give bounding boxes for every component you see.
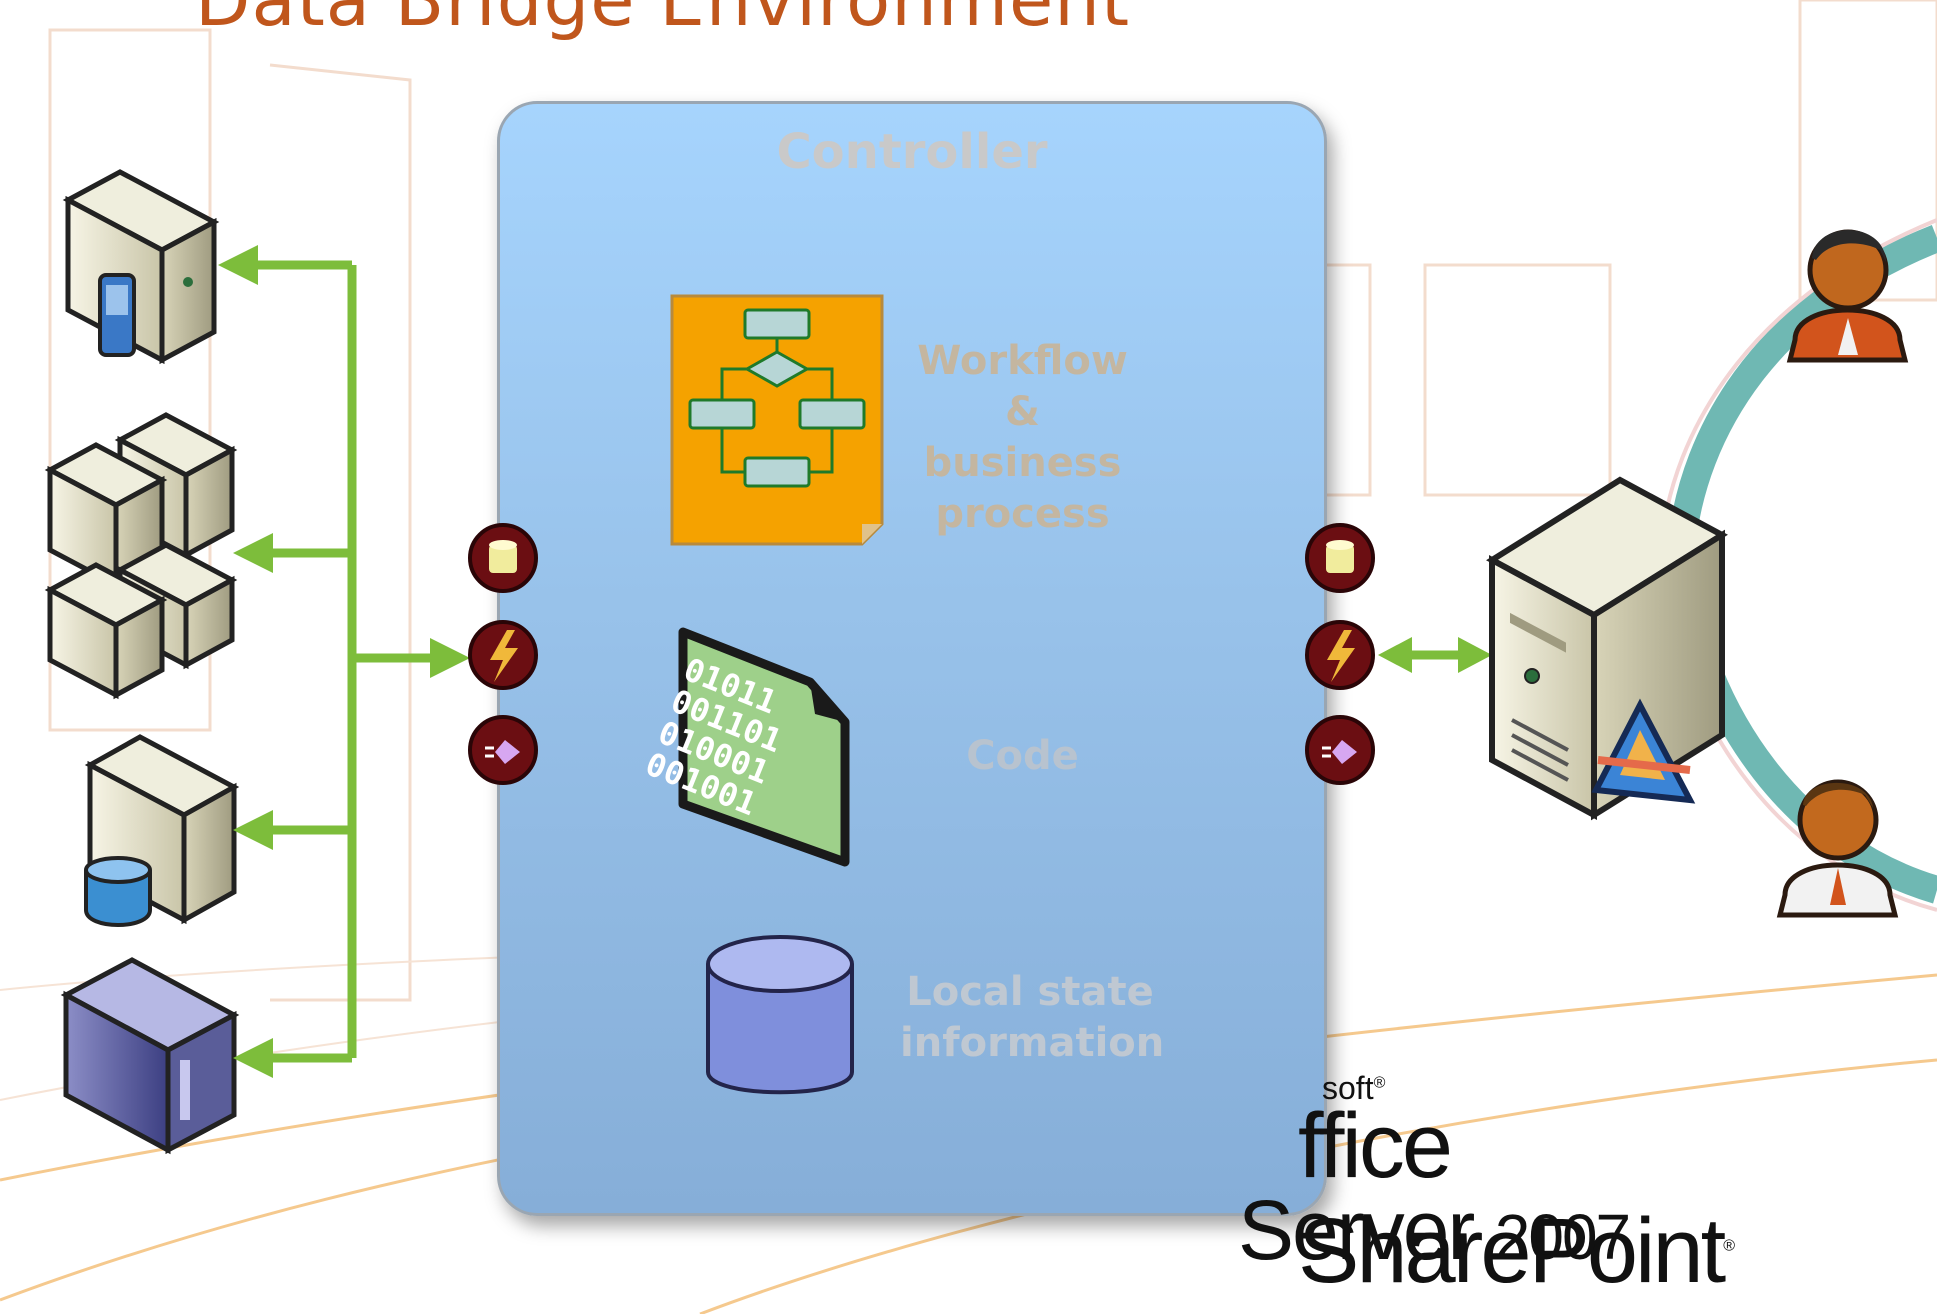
left-ports (468, 523, 538, 785)
workflow-icon (670, 294, 884, 546)
logo-product-text: ffice SharePoint® (1298, 1095, 1735, 1302)
local-state-label-line: Local state (906, 969, 1154, 1015)
bidirectional-arrow (1378, 637, 1492, 673)
workflow-label-line: Workflow (917, 338, 1128, 384)
event-port-icon (1305, 620, 1375, 690)
right-ports (1305, 523, 1375, 785)
event-port-icon (468, 620, 538, 690)
local-state-database-icon (706, 935, 854, 1095)
logo-product-label: ffice SharePoint (1298, 1095, 1726, 1302)
database-port-icon (1305, 523, 1375, 593)
controller-title: Controller (776, 124, 1048, 180)
user-icon (1776, 779, 1899, 918)
local-state-label-line: information (900, 1020, 1165, 1066)
logo-microsoft-text: soft® (1322, 1070, 1386, 1106)
server-cluster-icon (44, 412, 238, 700)
logo-year-label: 2007 (1494, 1201, 1631, 1273)
code-label: Code (966, 733, 1079, 779)
arrow-heads (218, 245, 470, 1078)
server-database-icon (84, 734, 240, 927)
workflow-label: Workflow & business process (900, 336, 1145, 540)
user-icon (1786, 229, 1909, 363)
mainframe-icon (60, 957, 240, 1155)
sharepoint-logo: soft® ffice SharePoint® Server 2007 (1238, 1058, 1878, 1302)
sharepoint-server-icon (1486, 476, 1728, 821)
message-port-icon (1305, 715, 1375, 785)
logo-server-label: Server (1238, 1183, 1475, 1277)
server-mobile-icon (62, 169, 220, 365)
logo-microsoft-label: soft (1322, 1070, 1374, 1106)
slide-title: Data Bridge Environment (195, 0, 1131, 42)
logo-server-text: Server 2007 (1238, 1182, 1631, 1279)
workflow-label-line: & business (923, 389, 1122, 486)
left-connector-lines (245, 260, 440, 1063)
database-port-icon (468, 523, 538, 593)
code-file-icon (678, 627, 850, 867)
local-state-label: Local state information (900, 967, 1165, 1069)
controller-contents (670, 294, 884, 1095)
message-port-icon (468, 715, 538, 785)
workflow-label-line: process (935, 491, 1110, 537)
controller-box: Controller (497, 101, 1327, 1216)
